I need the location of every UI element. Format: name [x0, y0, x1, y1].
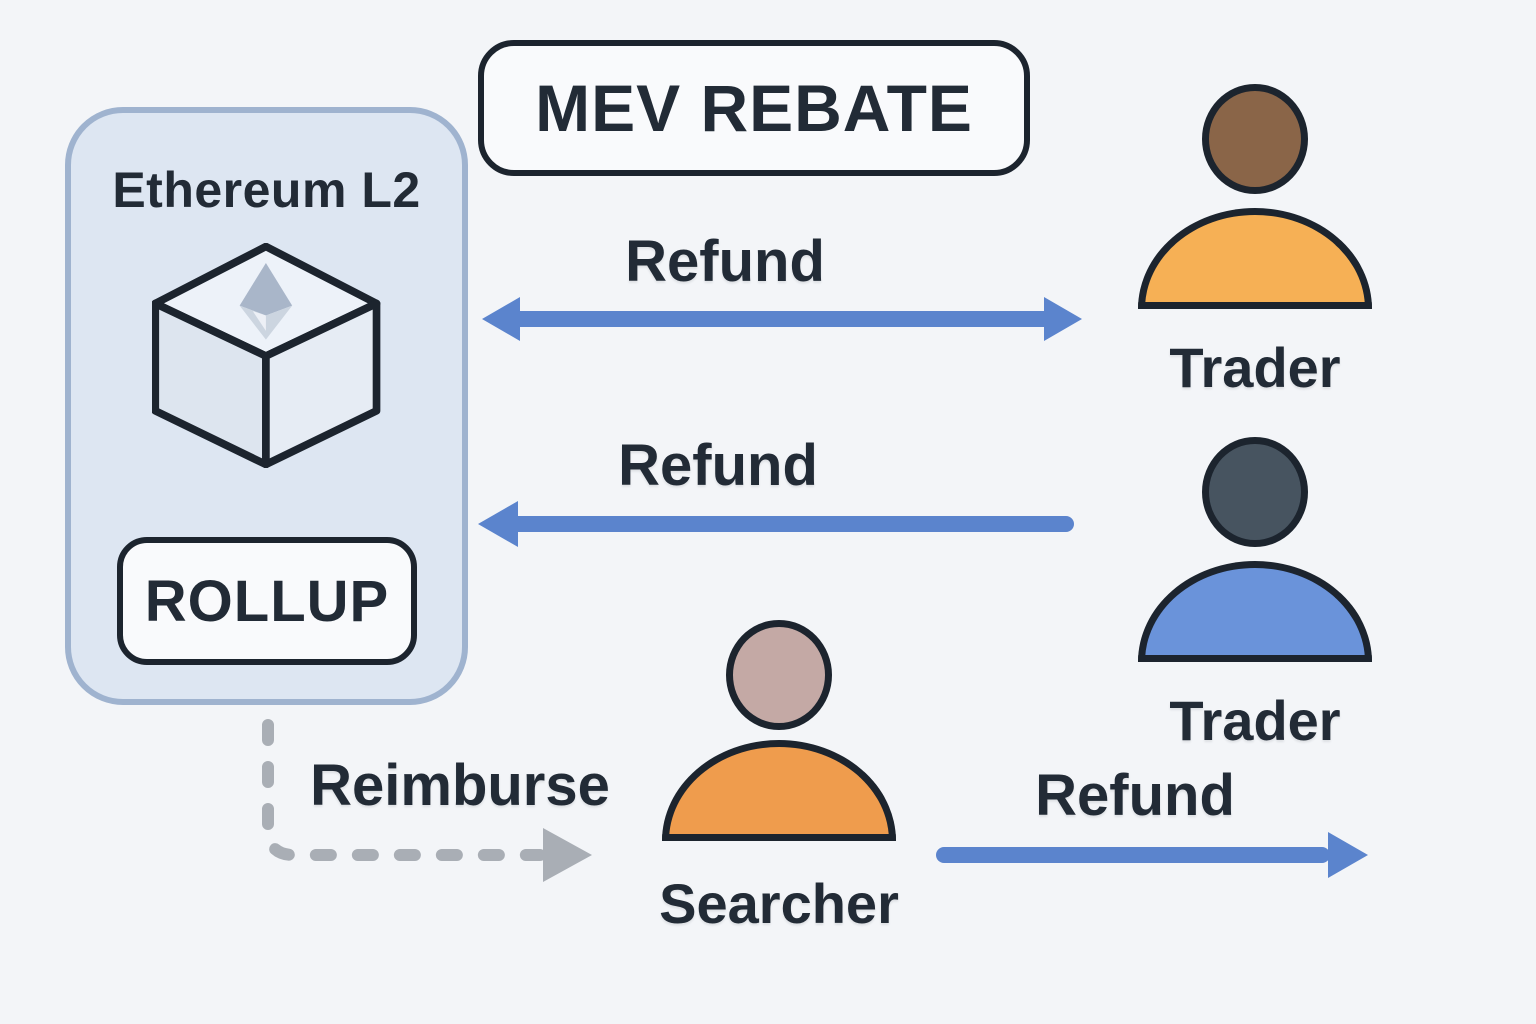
reimburse-label: Reimburse: [310, 753, 610, 818]
searcher-body-icon: [662, 740, 896, 841]
ethereum-cube-icon: [151, 243, 380, 468]
trader-1-head-icon: [1202, 84, 1308, 194]
searcher-head-icon: [726, 620, 832, 730]
double-arrow-icon: [482, 297, 1082, 341]
refund-top-label: Refund: [625, 229, 825, 294]
ethereum-l2-panel: Ethereum L2 ROLLUP: [65, 107, 468, 705]
title-box: MEV REBATE: [478, 40, 1030, 176]
person-trader-1: Trader: [1138, 84, 1372, 400]
searcher-label: Searcher: [659, 872, 899, 935]
ethereum-l2-label: Ethereum L2: [112, 162, 421, 218]
page-title: MEV REBATE: [535, 71, 973, 145]
trader-2-body-icon: [1138, 561, 1372, 662]
refund-bottom-label: Refund: [1035, 763, 1235, 828]
right-arrow-icon: [936, 832, 1368, 878]
person-searcher: Searcher: [659, 620, 899, 936]
trader-1-label: Trader: [1169, 336, 1341, 399]
trader-2-head-icon: [1202, 437, 1308, 547]
trader-2-label: Trader: [1169, 689, 1341, 752]
ethereum-diamond-icon: [239, 262, 292, 316]
dashed-elbow-arrow-icon: [262, 719, 592, 882]
left-arrow-icon: [478, 501, 1074, 547]
person-trader-2: Trader: [1138, 437, 1372, 753]
trader-1-body-icon: [1138, 208, 1372, 309]
rollup-badge: ROLLUP: [117, 537, 417, 665]
refund-middle-label: Refund: [618, 433, 818, 498]
